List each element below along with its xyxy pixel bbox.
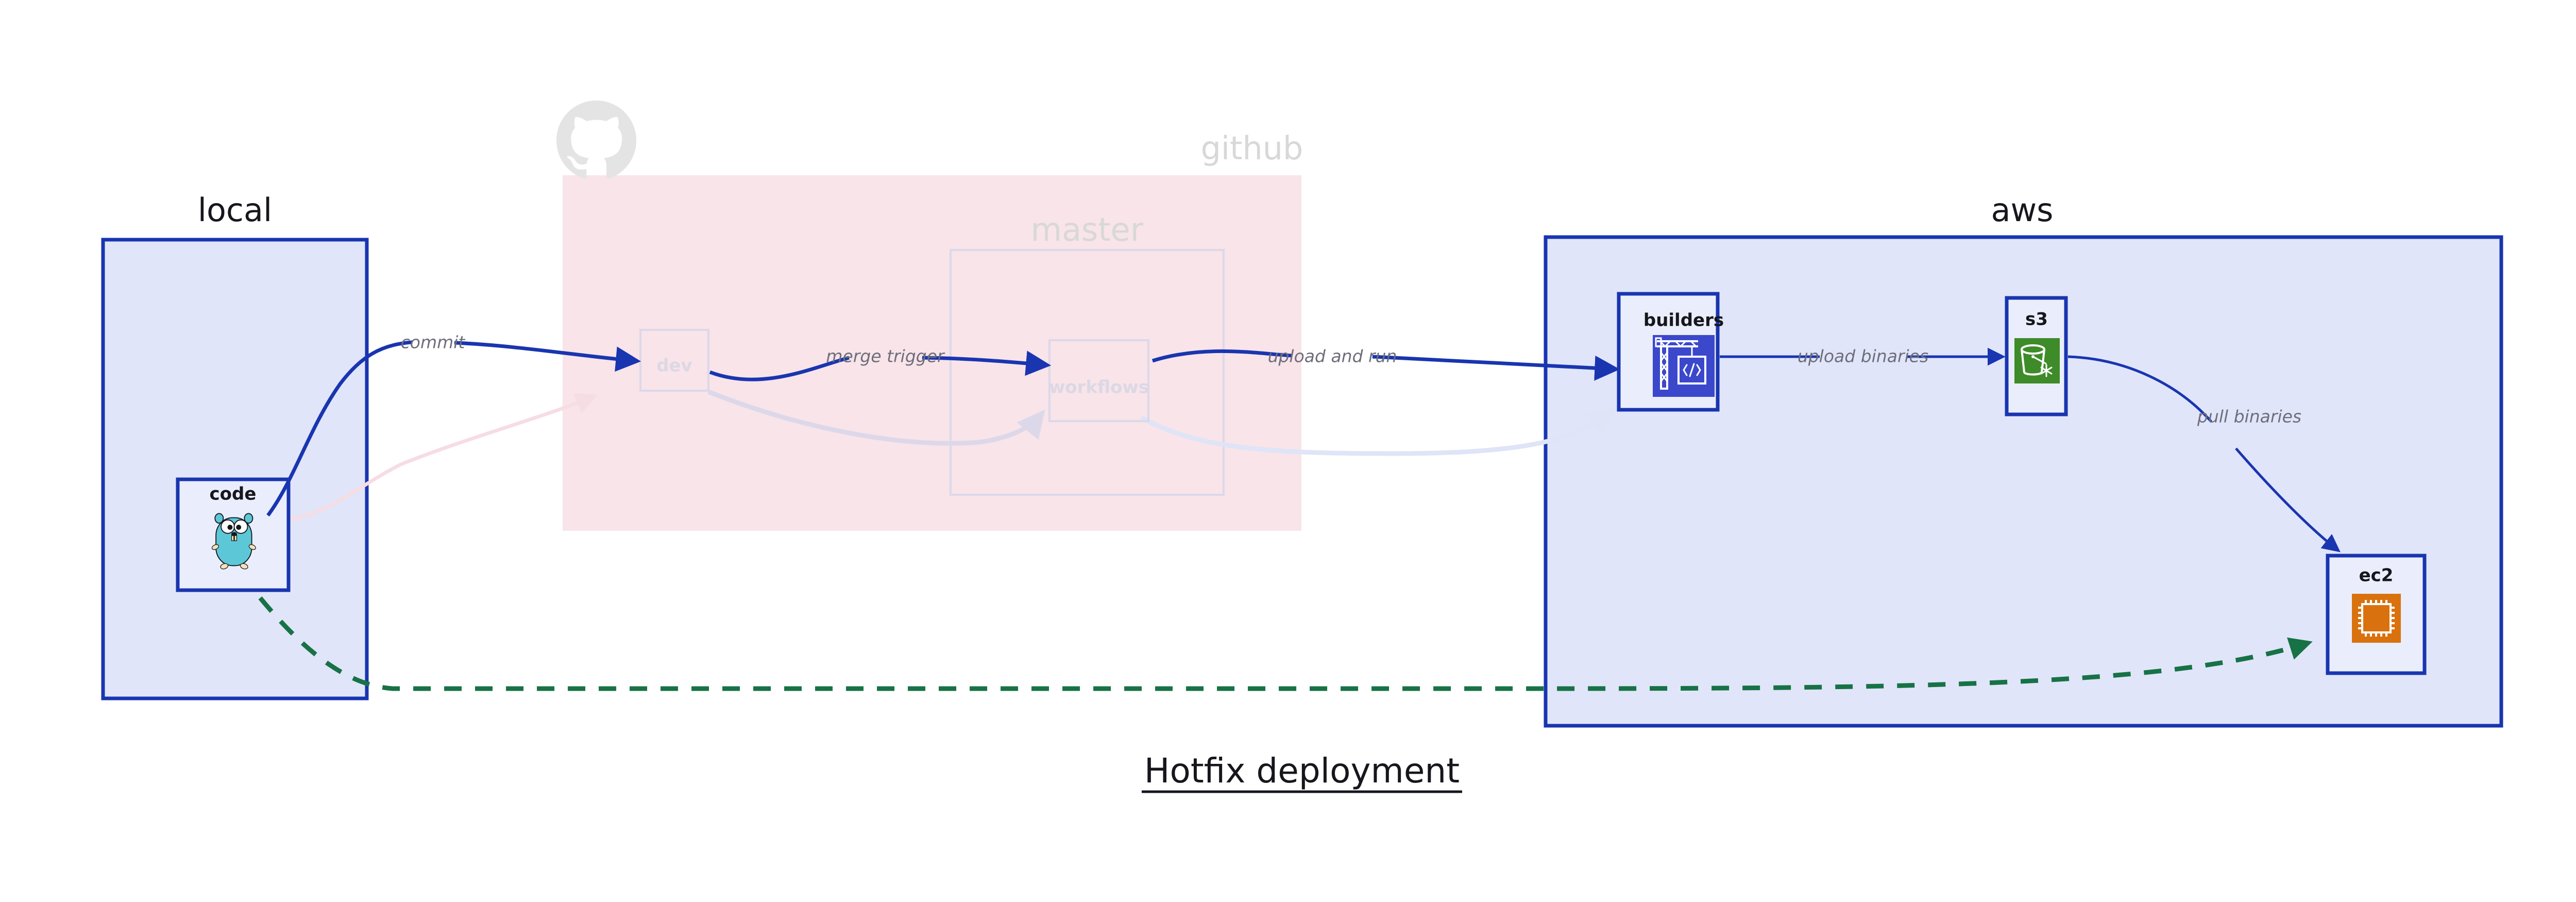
ghost-edge-workflows-to-builders (1140, 408, 1616, 456)
ghost-edge-code-to-dev (280, 393, 598, 523)
edge-label-pull-binaries: pull binaries (2197, 407, 2301, 427)
workflows-node-label: workflows (1049, 377, 1149, 398)
cluster-local: local (101, 191, 369, 700)
edge-commit-segment-1 (266, 340, 413, 517)
builders-node-label: builders (1643, 310, 1724, 331)
local-panel (101, 238, 369, 700)
node-s3[interactable]: s3 (2005, 296, 2068, 416)
edge-commit-segment-2 (454, 341, 641, 372)
github-octocat-icon (556, 101, 637, 179)
edge-hotfix-direct (258, 596, 2313, 691)
edge-label-commit: commit (401, 332, 466, 353)
edge-merge-trigger-segment-1 (709, 356, 850, 381)
aws-ec2-icon (2352, 594, 2401, 643)
edge-label-merge-trigger: merge trigger (826, 346, 945, 366)
code-node-box[interactable] (176, 477, 291, 592)
ghost-edge-dev-to-workflows (707, 389, 1045, 446)
ec2-node-label: ec2 (2359, 565, 2394, 586)
dev-node-label: dev (656, 356, 692, 376)
local-panel-label: local (198, 191, 272, 229)
edges-layer: commit merge trigger upload and run uplo… (258, 332, 2341, 691)
aws-panel-label: aws (1991, 191, 2053, 229)
edge-upload-and-run-segment-1 (1151, 349, 1293, 363)
edge-upload-and-run-segment-2 (1372, 355, 1620, 381)
ghost-edges-layer (280, 389, 1616, 523)
s3-node-label: s3 (2025, 309, 2048, 330)
node-workflows[interactable]: workflows (1048, 339, 1149, 422)
node-ec2[interactable]: ec2 (2326, 554, 2427, 675)
aws-codebuild-icon (1653, 335, 1715, 397)
diagram-title: Hotfix deployment (1144, 751, 1460, 791)
edge-label-upload-binaries: upload binaries (1798, 346, 1928, 366)
edge-label-upload-and-run: upload and run (1268, 346, 1397, 366)
edge-pull-binaries-segment-2 (2235, 447, 2341, 553)
master-branch-label: master (1031, 211, 1144, 248)
master-branch-panel (950, 249, 1225, 496)
github-panel-label: github (1201, 129, 1303, 167)
node-builders[interactable]: builders (1617, 292, 1724, 412)
aws-s3-glacier-icon (2014, 338, 2060, 383)
subcluster-master: master (950, 211, 1225, 496)
node-code[interactable]: code (176, 477, 291, 592)
edge-merge-trigger-segment-2 (922, 350, 1052, 376)
go-gopher-icon (211, 513, 256, 570)
workflows-node-box[interactable] (1048, 339, 1149, 422)
code-node-label: code (210, 484, 257, 505)
edge-pull-binaries-segment-1 (2067, 355, 2212, 423)
diagram-title-group: Hotfix deployment (1142, 751, 1462, 793)
